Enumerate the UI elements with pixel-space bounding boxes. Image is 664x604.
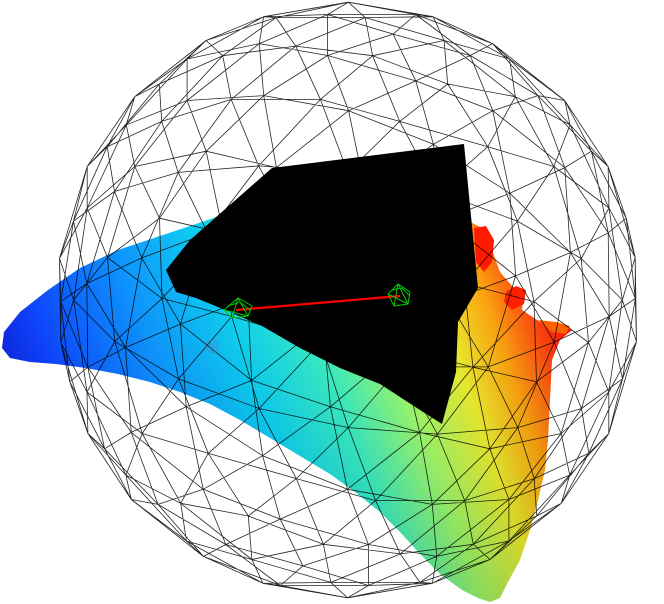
occluder-region [166, 144, 478, 424]
wireframe-edges [59, 1, 637, 599]
wireframe-sphere [59, 1, 637, 599]
baseline-segment [235, 294, 401, 312]
camera-frustum-icon [223, 297, 253, 319]
origin-marker-icon [205, 339, 219, 353]
camera-frustum-icon [387, 283, 411, 307]
